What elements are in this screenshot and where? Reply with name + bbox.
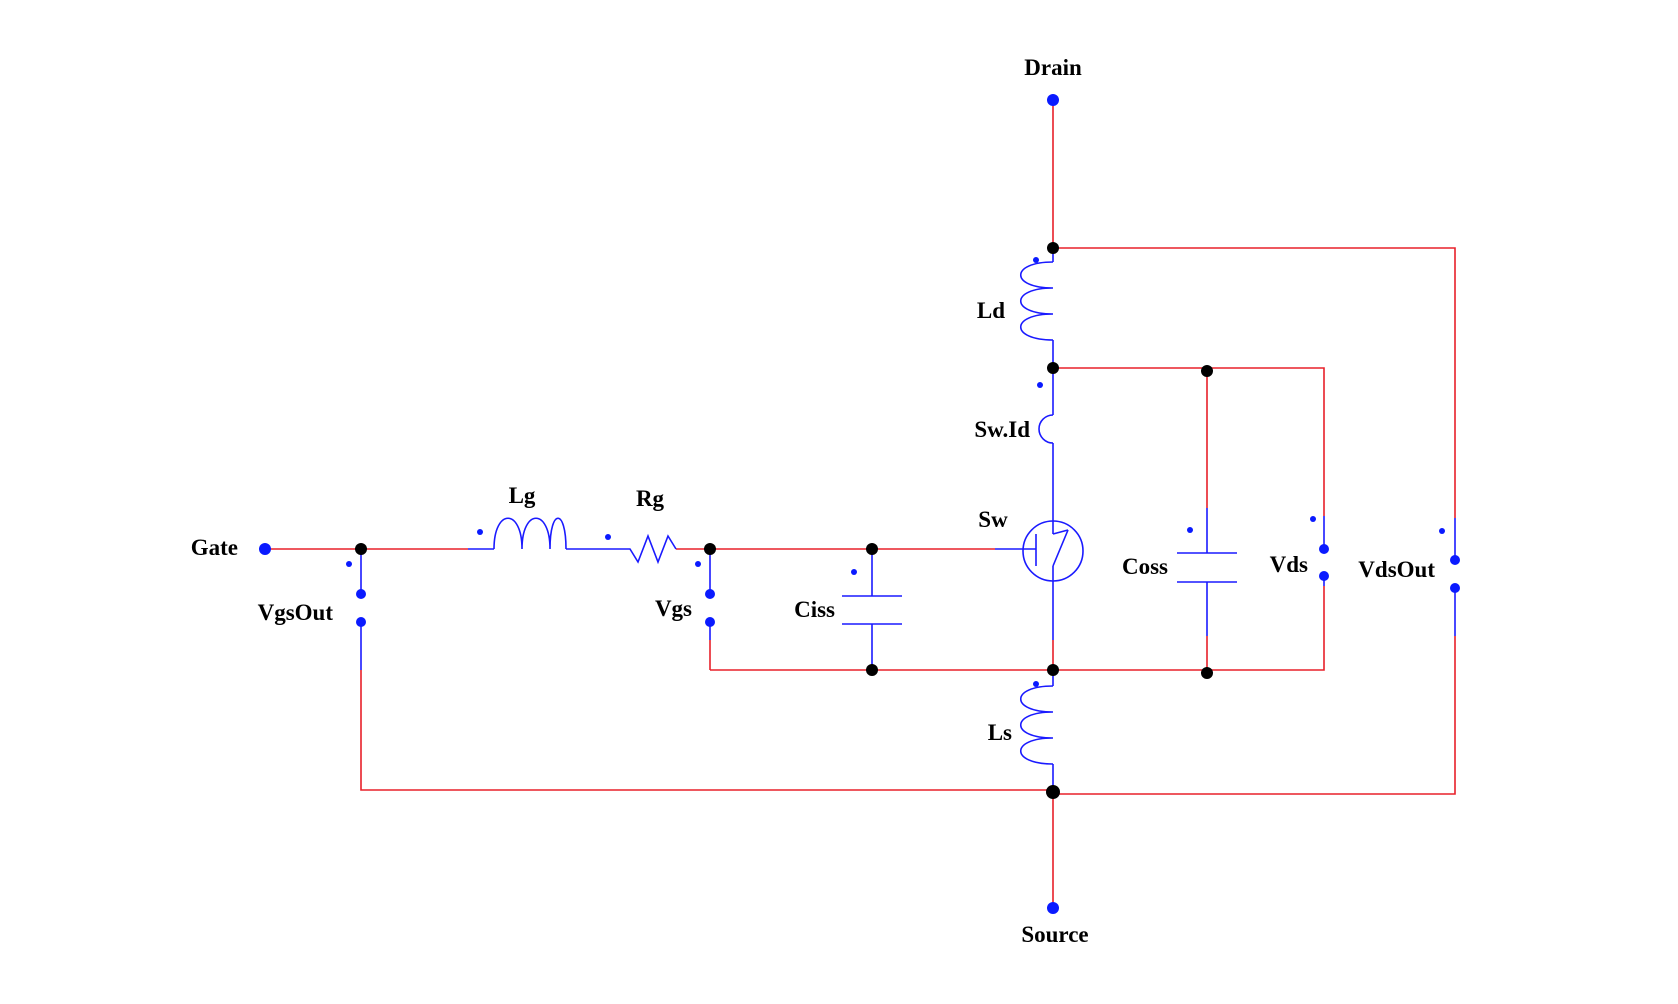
voltage-probe-vdsout (1439, 518, 1460, 636)
polarity-dot (1033, 257, 1039, 263)
current-probe-sw-id (1037, 368, 1054, 520)
polarity-dot (695, 561, 701, 567)
drain-terminal[interactable] (1047, 94, 1059, 106)
polarity-dot (605, 534, 611, 540)
voltage-probe-vgsout (346, 549, 366, 670)
wires (265, 100, 1456, 908)
polarity-dot (1033, 681, 1039, 687)
junction (1201, 667, 1213, 679)
junction (866, 664, 878, 676)
label-vgsout: VgsOut (258, 600, 334, 625)
label-vds: Vds (1270, 552, 1308, 577)
polarity-dot (477, 529, 483, 535)
label-gate: Gate (191, 535, 238, 560)
wire-vdsout-return (1053, 636, 1456, 795)
switch-sw (995, 520, 1084, 640)
inductor-ld (1020, 248, 1054, 368)
polarity-dot (1187, 527, 1193, 533)
junction (1047, 242, 1059, 254)
label-ld: Ld (977, 298, 1005, 323)
label-sw-id: Sw.Id (974, 417, 1030, 442)
label-vdsout: VdsOut (1358, 557, 1435, 582)
resistor-rg (605, 533, 677, 565)
label-coss: Coss (1122, 554, 1168, 579)
source-terminal[interactable] (1047, 902, 1059, 914)
junction (1046, 785, 1060, 799)
polarity-dot (851, 569, 857, 575)
label-ls: Ls (988, 720, 1012, 745)
junction (1047, 362, 1059, 374)
polarity-dot (1037, 382, 1043, 388)
inductor-lg (468, 517, 620, 550)
gate-terminal[interactable] (259, 543, 271, 555)
wire-mid-node (1053, 367, 1325, 516)
junction (1047, 664, 1059, 676)
label-lg: Lg (509, 483, 536, 508)
label-ciss: Ciss (794, 597, 835, 622)
polarity-dot (1310, 516, 1316, 522)
label-sw: Sw (978, 507, 1008, 532)
label-source: Source (1021, 922, 1088, 947)
wire-vgsout-return (360, 670, 1053, 791)
capacitor-coss (1177, 368, 1237, 670)
junction (355, 543, 367, 555)
label-drain: Drain (1024, 55, 1082, 80)
junctions (355, 242, 1213, 799)
inductor-ls (1020, 670, 1054, 792)
wire-source-node (710, 586, 1325, 671)
polarity-dot (1439, 528, 1445, 534)
polarity-dot (346, 561, 352, 567)
label-vgs: Vgs (655, 596, 692, 621)
capacitor-ciss (842, 549, 902, 670)
wire-top-loop (1053, 247, 1456, 518)
label-rg: Rg (636, 486, 665, 511)
voltage-probe-vgs (695, 549, 715, 640)
junction (1201, 365, 1213, 377)
voltage-probe-vds (1310, 516, 1329, 586)
junction (704, 543, 716, 555)
junction (866, 543, 878, 555)
